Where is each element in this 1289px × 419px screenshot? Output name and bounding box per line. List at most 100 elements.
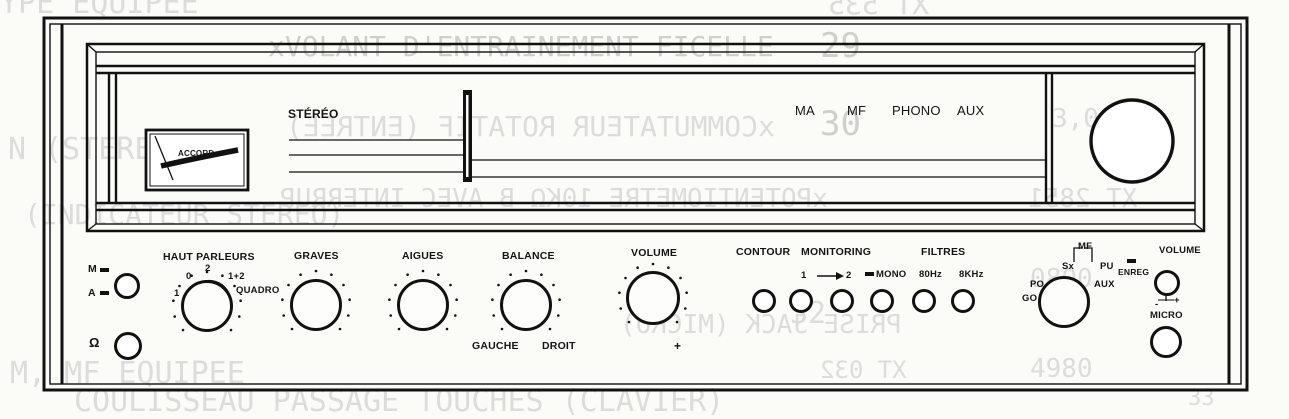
selector-ma-button[interactable] — [114, 273, 140, 299]
source-selector-knob[interactable] — [1038, 276, 1090, 328]
source-mf-label: MF — [1078, 241, 1093, 252]
volume-plus-label: + — [674, 339, 682, 353]
selector-m-label: M — [88, 263, 97, 275]
tuning-knob-outline — [1089, 98, 1175, 184]
volume-knob[interactable] — [626, 271, 680, 325]
bg-line: xVOLANT D'ENTRAINEMENT FICELLE — [268, 30, 774, 63]
knob-scale-dot — [314, 269, 318, 273]
knob-scale-dot — [342, 283, 345, 287]
knob-scale-dot — [238, 315, 241, 318]
band-mf: MF — [847, 103, 867, 118]
filter-8khz-label: 8KHz — [959, 269, 984, 280]
knob-scale-dot — [281, 298, 284, 302]
knob-scale-dot — [497, 283, 500, 287]
knob-scale-dot — [172, 299, 175, 303]
treble-title: AIGUES — [402, 250, 444, 262]
band-ma: MA — [795, 103, 815, 118]
knob-scale-dot — [221, 274, 224, 278]
knob-scale-dot — [330, 273, 333, 277]
knob-scale-dot — [540, 273, 543, 277]
knob-scale-dot — [624, 276, 627, 280]
speakers-pos-0: 0 — [186, 271, 192, 282]
knob-scale-dot — [455, 298, 458, 302]
contour-title: CONTOUR — [736, 246, 791, 258]
knob-scale-dot — [679, 276, 682, 280]
source-go-label: GO — [1022, 293, 1038, 304]
mono-label: MONO — [876, 269, 907, 280]
band-aux: AUX — [957, 103, 985, 118]
knob-scale-dot — [509, 273, 512, 277]
monitoring-1-label: 1 — [801, 270, 807, 281]
monitoring-2-label: 2 — [846, 270, 852, 281]
knob-scale-dot — [627, 320, 631, 324]
knob-scale-dot — [388, 298, 391, 302]
knob-scale-dot — [178, 284, 181, 288]
speakers-pos-2: 2 — [205, 263, 211, 274]
mic-plus-label: + — [1174, 295, 1180, 306]
knob-scale-dot — [636, 266, 639, 270]
source-pu-label: PU — [1100, 261, 1114, 272]
bg-line: 30 — [820, 104, 861, 144]
knob-scale-dot — [173, 315, 176, 318]
mono-button[interactable] — [870, 289, 894, 313]
filter-8khz-button[interactable] — [951, 289, 975, 313]
source-po-label: PO — [1030, 279, 1045, 290]
knob-scale-dot — [667, 266, 670, 270]
balance-left-label: GAUCHE — [472, 340, 519, 352]
knob-scale-dot — [299, 273, 302, 277]
knob-scale-dot — [619, 307, 622, 310]
knob-scale-dot — [190, 274, 193, 278]
bg-line: YPE EQUIPEE — [0, 0, 199, 21]
balance-right-label: DROIT — [542, 340, 576, 352]
mic-minus-label: - — [1155, 299, 1159, 310]
knob-scale-dot — [421, 269, 425, 273]
knob-scale-dot — [651, 262, 655, 266]
knob-scale-dot — [552, 283, 555, 287]
tuning-knob[interactable] — [1092, 101, 1172, 181]
source-aux-label: AUX — [1094, 279, 1115, 290]
knob-scale-dot — [394, 283, 397, 287]
bass-title: GRAVES — [294, 250, 339, 262]
bass-knob[interactable] — [290, 279, 342, 331]
knob-scale-dot — [397, 327, 401, 331]
micro-title: MICRO — [1150, 310, 1183, 321]
knob-scale-dot — [685, 291, 688, 295]
filters-title: FILTRES — [921, 246, 966, 258]
knob-scale-dot — [445, 327, 449, 331]
balance-knob[interactable] — [500, 279, 552, 331]
speakers-pos-1p2: 1+2 — [228, 271, 245, 282]
enreg-label: ENREG — [1118, 267, 1150, 277]
contour-button[interactable] — [752, 289, 776, 313]
filter-80hz-button[interactable] — [912, 289, 936, 313]
knob-scale-dot — [492, 314, 496, 317]
knob-scale-dot — [548, 327, 552, 331]
knob-scale-dot — [449, 283, 452, 287]
knob-scale-dot — [389, 314, 393, 317]
bg-line: 4980 — [1030, 354, 1093, 384]
micro-jack[interactable] — [1150, 326, 1182, 358]
headphone-jack[interactable] — [114, 332, 142, 360]
mic-volume-knob[interactable] — [1154, 270, 1180, 296]
knob-scale-dot — [491, 298, 494, 302]
bg-line: 29 — [820, 26, 861, 66]
bg-line: M, MF EQUIPEE — [10, 356, 245, 391]
monitoring-2-button[interactable] — [830, 289, 854, 313]
meter-label: ACCORD — [178, 149, 215, 158]
source-sx-label: Sx — [1062, 261, 1075, 272]
knob-scale-dot — [290, 327, 294, 331]
volume-title: VOLUME — [631, 247, 678, 259]
knob-scale-dot — [205, 270, 209, 274]
knob-scale-dot — [229, 328, 233, 332]
knob-scale-dot — [454, 314, 457, 317]
knob-scale-dot — [287, 283, 290, 287]
speakers-knob[interactable] — [181, 280, 233, 332]
stereo-label: STÉRÉO — [288, 107, 339, 121]
headphone-icon: Ω — [89, 335, 100, 350]
knob-scale-dot — [348, 298, 351, 302]
knob-scale-dot — [233, 284, 236, 288]
monitoring-1-button[interactable] — [789, 289, 813, 313]
knob-scale-dot — [338, 327, 342, 331]
treble-knob[interactable] — [397, 279, 449, 331]
selector-a-label: A — [88, 287, 96, 299]
